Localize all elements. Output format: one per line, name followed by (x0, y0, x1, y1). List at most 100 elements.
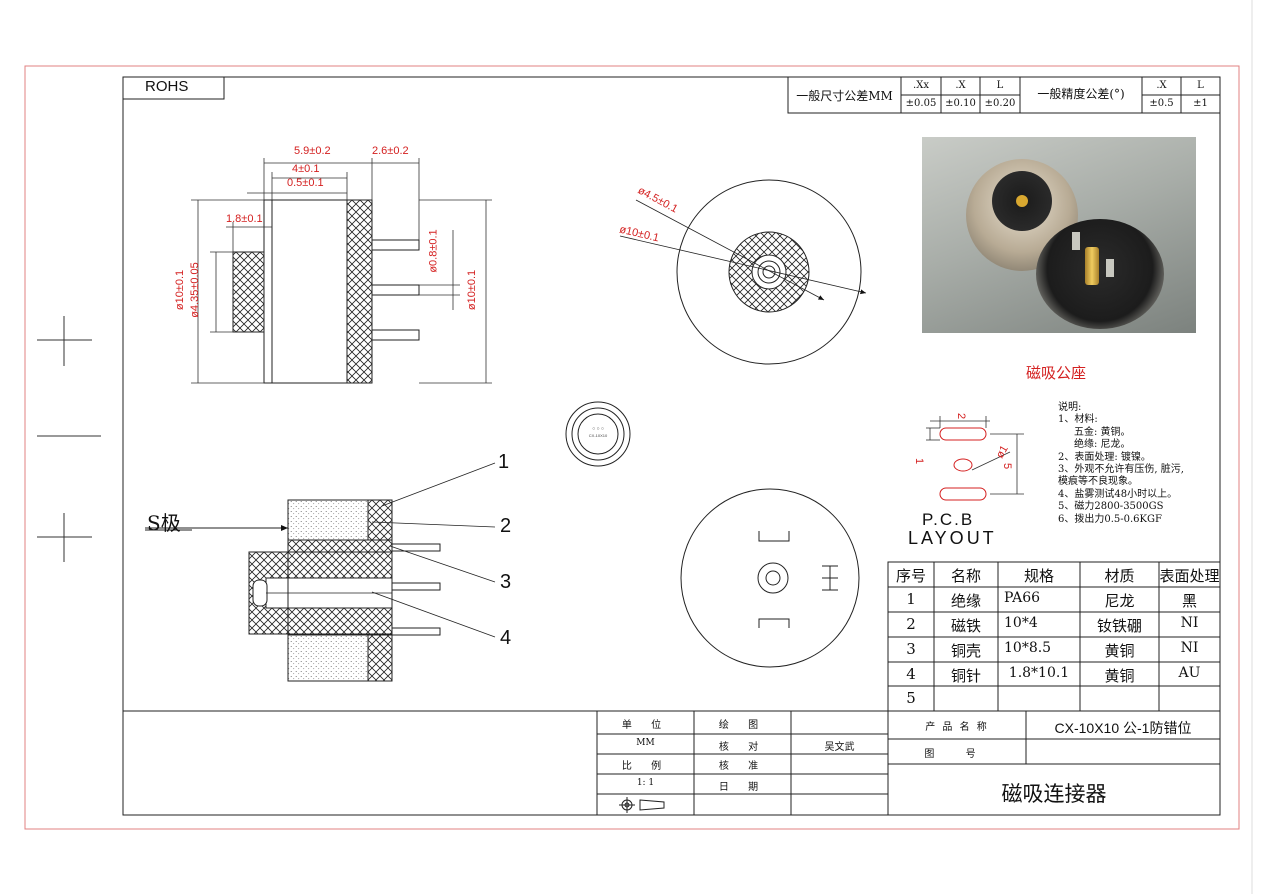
drawing-no-label: 图 号 (924, 749, 990, 760)
prec-val-x: ±0.5 (1149, 98, 1174, 109)
table-row-4-finish: AU (1178, 665, 1201, 681)
tol-val-l: ±0.20 (984, 98, 1016, 109)
approve-label: 核 准 (718, 761, 767, 772)
connector-pin-1 (1016, 195, 1028, 207)
notes-block: 说明: 1、材料: 五金: 黄铜。 绝缘: 尼龙。 2、表面处理: 镀镍。 3、… (1058, 402, 1184, 526)
table-row-5-no: 5 (906, 689, 916, 707)
outer-frame (24, 65, 1240, 830)
s-pole-label: S极 (147, 511, 181, 535)
product-name-label: 产 品 名 称 (925, 722, 989, 733)
table-row-4-no: 4 (906, 665, 916, 683)
callout-1: 1 (498, 451, 510, 473)
unit-value: MM (636, 738, 655, 748)
dim-1-8: 1.8±0.1 (226, 213, 263, 225)
projection-symbol (619, 797, 665, 813)
table-row-2-name: 磁铁 (950, 617, 981, 635)
date-label: 日 期 (718, 782, 767, 793)
th-material: 材质 (1104, 567, 1135, 585)
unit-label: 单 位 (621, 720, 670, 731)
scale-value: 1: 1 (636, 778, 655, 788)
parts-table-grid (887, 561, 1221, 815)
scale-label: 比 例 (621, 761, 670, 772)
note-line: 4、盐雾测试48小时以上。 (1058, 488, 1178, 500)
table-row-4-mat: 黄铜 (1104, 667, 1135, 685)
cross-section (145, 462, 496, 682)
note-line: 模痕等不良现象。 (1058, 476, 1138, 488)
bottom-view (680, 488, 860, 668)
note-line: 绝缘: 尼龙。 (1074, 439, 1131, 451)
th-no: 序号 (895, 567, 926, 585)
rohs-label: ROHS (145, 78, 189, 95)
table-row-1-finish: 黑 (1181, 592, 1197, 610)
dim-0-5: 0.5±0.1 (287, 177, 324, 189)
photo-caption: 磁吸公座 (1026, 364, 1087, 382)
tolerance-table (787, 76, 1221, 114)
pcb-dim-pitch: 5 (1001, 462, 1014, 470)
table-row-1-no: 1 (906, 590, 916, 608)
drawing-title: 磁吸连接器 (1001, 783, 1107, 806)
note-line: 1、材料: (1058, 414, 1098, 426)
prec-col-x: .X (1156, 80, 1167, 91)
note-line: 2、表面处理: 镀镍。 (1058, 451, 1151, 463)
connector-leg-b (1106, 259, 1114, 277)
table-row-1-name: 绝缘 (950, 592, 981, 610)
side-view (191, 158, 492, 384)
front-view (619, 179, 867, 365)
note-line: 6、拨出力0.5-0.6KGF (1058, 513, 1162, 525)
table-row-2-mat: 钕铁硼 (1096, 617, 1142, 635)
small-top-view: ○ ○ ○ CX-10X10 (565, 401, 631, 467)
table-row-3-finish: NI (1180, 640, 1199, 656)
table-row-2-finish: NI (1180, 615, 1199, 631)
dim-phi0-8: ø0.8±0.1 (427, 229, 440, 273)
dim-phi4-35: ø4.35±0.05 (188, 262, 201, 318)
pcb-layout (939, 427, 987, 501)
note-line: 5、磁力2800-3500GS (1058, 501, 1164, 513)
table-row-3-name: 铜壳 (950, 642, 981, 660)
precision-label: 一般精度公差(°) (1037, 87, 1125, 101)
dim-2-6: 2.6±0.2 (372, 145, 409, 157)
pcb-title-1: P.C.B (922, 510, 975, 529)
prec-col-l: L (1197, 80, 1204, 91)
note-line: 3、外观不允许有压伤, 脏污, (1058, 464, 1184, 476)
checker-name: 吴文武 (824, 742, 855, 753)
dim-5-9: 5.9±0.2 (294, 145, 331, 157)
title-block-grid (123, 710, 1220, 815)
table-row-3-spec: 10*8.5 (1004, 640, 1052, 656)
callout-3: 3 (500, 571, 512, 593)
note-line: 说明: (1058, 402, 1082, 413)
pcb-dim-w: 2 (955, 412, 968, 420)
tol-col-l: L (996, 80, 1004, 91)
connector-pin-2 (1085, 247, 1099, 285)
callout-4: 4 (500, 627, 512, 649)
table-row-1-spec: PA66 (1004, 590, 1041, 606)
product-photo (922, 137, 1196, 333)
dim-phi10-right: ø10±0.1 (466, 269, 479, 311)
prec-val-l: ±1 (1193, 98, 1208, 109)
callout-2: 2 (500, 515, 512, 537)
gen-dim-tol-label: 一般尺寸公差MM (796, 89, 893, 103)
connector-body-2 (1036, 219, 1164, 329)
pcb-dim-h: 1 (913, 457, 926, 465)
table-row-4-name: 铜针 (950, 667, 981, 685)
pcb-title-2: LAYOUT (908, 528, 997, 548)
dim-4: 4±0.1 (292, 163, 320, 175)
table-row-2-no: 2 (906, 615, 916, 633)
draw-label: 绘 图 (718, 720, 767, 731)
th-finish: 表面处理 (1159, 567, 1220, 585)
table-row-3-no: 3 (906, 640, 916, 658)
th-spec: 规格 (1023, 567, 1054, 585)
table-row-4-spec: 1.8*10.1 (1008, 665, 1070, 681)
tol-col-x: .X (955, 80, 966, 91)
check-label: 核 对 (718, 742, 767, 753)
table-row-3-mat: 黄铜 (1104, 642, 1135, 660)
product-name: CX-10X10 公-1防错位 (1054, 720, 1192, 736)
svg-text:○ ○ ○: ○ ○ ○ (592, 426, 604, 432)
table-row-2-spec: 10*4 (1004, 615, 1038, 631)
th-name: 名称 (950, 567, 981, 585)
tol-col-xx: .Xx (913, 80, 929, 91)
dim-phi10-left: ø10±0.1 (174, 269, 187, 311)
tol-val-x: ±0.10 (945, 98, 976, 109)
margin-marks (37, 316, 101, 562)
connector-leg-a (1072, 232, 1080, 250)
